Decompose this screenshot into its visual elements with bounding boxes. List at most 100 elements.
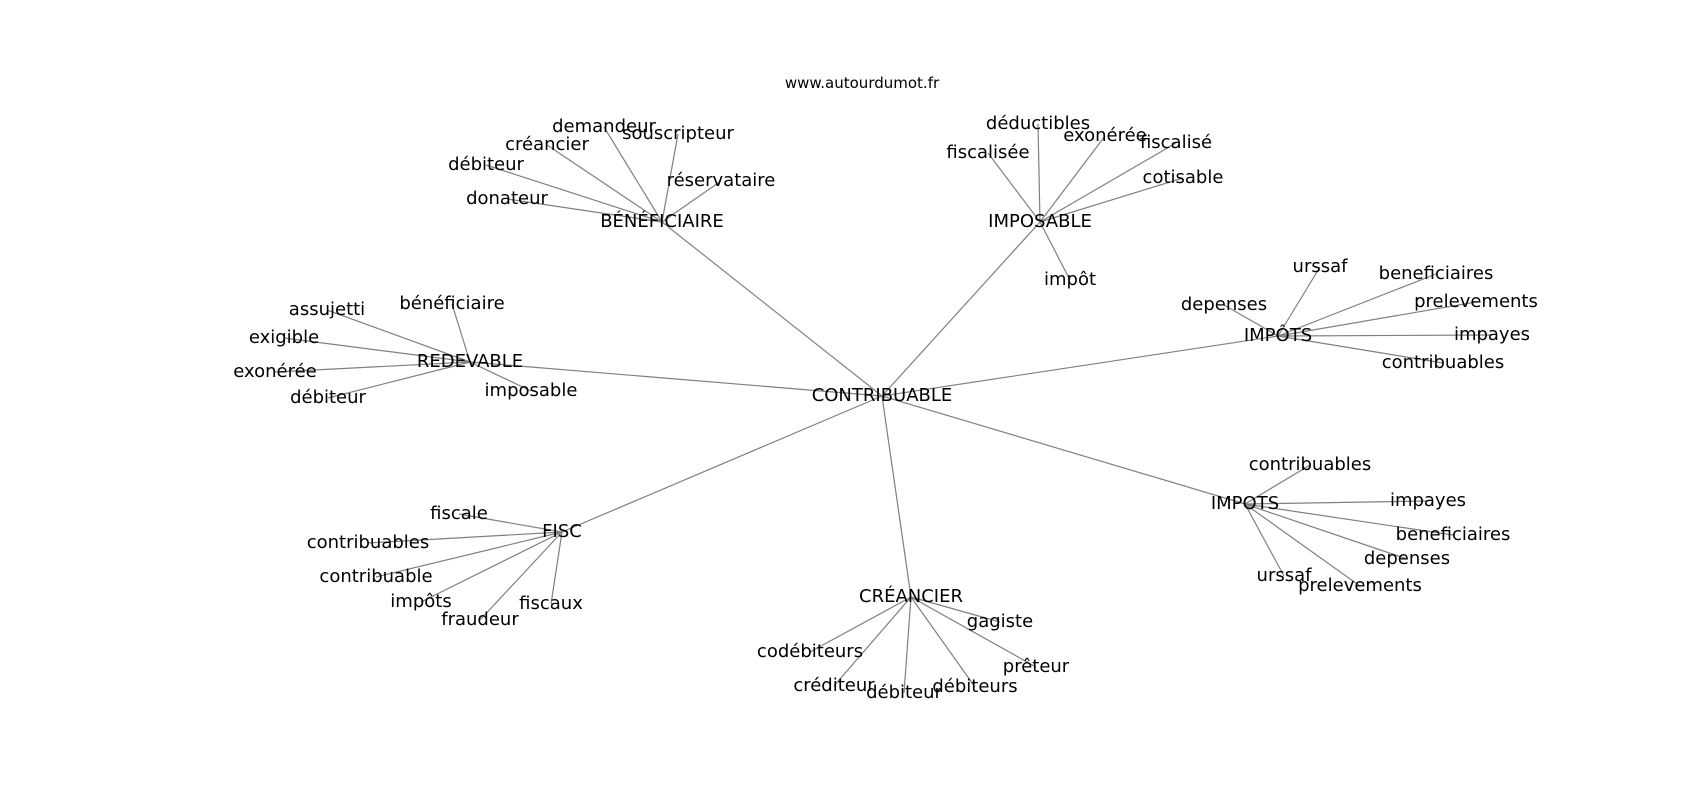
leaf-node-fisc-fiscaux: fiscaux (519, 593, 583, 614)
edge-impots-contribuables (1244, 464, 1311, 505)
edge-redevable-assujetti (326, 309, 471, 363)
leaf-node-imposable-exoneree: exonérée (1063, 125, 1147, 146)
leaf-node-redevable-exigible: exigible (249, 327, 319, 348)
edge-impots-beneficiaires (1244, 503, 1454, 536)
edge-impots-accent-contribuables (1277, 335, 1444, 364)
edge-center-creancier (881, 395, 912, 598)
leaf-node-beneficiaire-debiteur: débiteur (448, 154, 524, 175)
leaf-node-impots-accent-prelevements: prelevements (1414, 291, 1538, 312)
leaf-node-beneficiaire-creancier: créancier (505, 134, 589, 155)
edge-beneficiaire-reservataire (661, 180, 722, 223)
leaf-node-impots-beneficiaires: beneficiaires (1396, 524, 1511, 545)
hub-node-creancier: CRÉANCIER (859, 585, 963, 607)
leaf-node-impots-urssaf: urssaf (1257, 565, 1313, 586)
hub-node-imposable: IMPOSABLE (988, 211, 1092, 232)
leaf-node-creancier-preteur: prêteur (1003, 656, 1070, 677)
edge-beneficiaire-souscripteur (661, 133, 679, 223)
leaf-node-impots-accent-impayes: impayes (1454, 324, 1530, 345)
edge-beneficiaire-demandeur (603, 126, 663, 223)
leaf-node-redevable-exoneree: exonérée (233, 361, 317, 382)
leaf-node-creancier-codebiteurs: codébiteurs (757, 641, 863, 662)
leaf-node-fisc-contribuables: contribuables (307, 532, 430, 553)
edge-creancier-preteur (910, 596, 1037, 668)
edge-impots-impayes (1244, 500, 1429, 505)
edge-creancier-debiteurs (910, 596, 976, 688)
watermark: www.autourdumot.fr (785, 74, 940, 92)
leaf-node-beneficiaire-demandeur: demandeur (552, 116, 656, 137)
edge-impots-accent-beneficiaires (1277, 273, 1437, 337)
edge-impots-accent-prelevements (1277, 301, 1477, 337)
hub-node-fisc: FISC (542, 521, 582, 542)
edge-center-impots (881, 395, 1246, 505)
edge-imposable-impot (1039, 221, 1071, 281)
leaf-node-creancier-crediteur: créditeur (793, 675, 875, 696)
leaf-node-impots-contribuables: contribuables (1249, 454, 1372, 475)
edge-impots-accent-depenses (1223, 304, 1279, 337)
edge-creancier-debiteur (903, 596, 912, 694)
leaf-node-impots-prelevements: prelevements (1298, 575, 1422, 596)
leaf-node-impots-accent-depenses: depenses (1181, 294, 1267, 315)
leaf-node-imposable-deductibles: déductibles (986, 113, 1090, 134)
edge-imposable-exoneree (1039, 135, 1106, 223)
edge-center-fisc (561, 395, 883, 533)
edge-fisc-fraudeur (479, 531, 563, 621)
edge-impots-prelevements (1244, 503, 1361, 587)
edge-impots-accent-urssaf (1277, 266, 1321, 337)
hub-node-beneficiaire: BÉNÉFICIAIRE (600, 210, 724, 232)
hub-node-impots: IMPOTS (1211, 493, 1279, 514)
edge-creancier-gagiste (910, 596, 1001, 623)
edge-center-redevable (469, 361, 883, 397)
edge-impots-accent-impayes (1277, 334, 1493, 337)
leaf-node-beneficiaire-souscripteur: souscripteur (622, 123, 734, 144)
edge-fisc-contribuables (367, 531, 563, 544)
leaf-node-imposable-fiscalise: fiscalisé (1140, 132, 1212, 153)
leaf-node-fisc-impots: impôts (390, 591, 451, 612)
edge-creancier-codebiteurs (809, 596, 912, 653)
edge-fisc-fiscaux (550, 531, 563, 605)
edge-imposable-deductibles (1037, 123, 1041, 223)
edge-creancier-crediteur (833, 596, 912, 687)
edge-beneficiaire-donateur (506, 198, 663, 223)
leaf-node-impots-impayes: impayes (1390, 490, 1466, 511)
leaf-node-imposable-impot: impôt (1044, 269, 1096, 290)
leaf-node-imposable-fiscalisee: fiscalisée (946, 142, 1029, 163)
leaf-node-creancier-gagiste: gagiste (967, 611, 1033, 632)
leaf-node-creancier-debiteurs: débiteurs (932, 676, 1017, 697)
hub-node-impots-accent: IMPÔTS (1244, 324, 1312, 346)
leaf-node-redevable-imposable: imposable (485, 380, 578, 401)
leaf-node-impots-accent-contribuables: contribuables (1382, 352, 1505, 373)
edge-beneficiaire-debiteur (485, 164, 663, 223)
hub-node-redevable: REDEVABLE (417, 351, 523, 372)
edge-fisc-contribuable (375, 531, 563, 578)
edge-center-impots-accent (881, 335, 1279, 397)
leaf-node-fisc-fiscale: fiscale (430, 503, 488, 524)
edge-redevable-exigible (283, 337, 471, 363)
edge-beneficiaire-creancier (546, 144, 663, 223)
leaf-node-imposable-cotisable: cotisable (1143, 167, 1224, 188)
edge-center-beneficiaire (661, 221, 883, 397)
leaf-node-fisc-fraudeur: fraudeur (441, 609, 519, 630)
leaf-node-impots-accent-urssaf: urssaf (1293, 256, 1349, 277)
edge-redevable-imposable (469, 361, 532, 392)
leaf-node-beneficiaire-reservataire: réservataire (667, 170, 776, 191)
edge-impots-urssaf (1244, 503, 1285, 577)
leaf-node-fisc-contribuable: contribuable (319, 566, 432, 587)
edge-imposable-fiscalise (1039, 142, 1177, 223)
center-node: CONTRIBUABLE (812, 385, 953, 406)
edge-fisc-impots (420, 531, 563, 603)
graph-labels: demandeursouscripteurcréancierdébiteurré… (233, 113, 1538, 703)
graph-edges (274, 123, 1493, 694)
edge-impots-depenses (1244, 503, 1408, 560)
leaf-node-impots-depenses: depenses (1364, 548, 1450, 569)
leaf-node-impots-accent-beneficiaires: beneficiaires (1379, 263, 1494, 284)
leaf-node-creancier-debiteur: débiteur (866, 682, 942, 703)
edge-redevable-exoneree (274, 361, 471, 373)
leaf-node-redevable-beneficiaire: bénéficiaire (399, 293, 504, 314)
leaf-node-redevable-assujetti: assujetti (289, 299, 365, 320)
edge-imposable-fiscalisee (987, 152, 1041, 223)
edge-imposable-cotisable (1039, 177, 1184, 223)
edge-redevable-debiteur (327, 361, 471, 399)
leaf-node-beneficiaire-donateur: donateur (466, 188, 548, 209)
edge-center-imposable (881, 221, 1041, 397)
